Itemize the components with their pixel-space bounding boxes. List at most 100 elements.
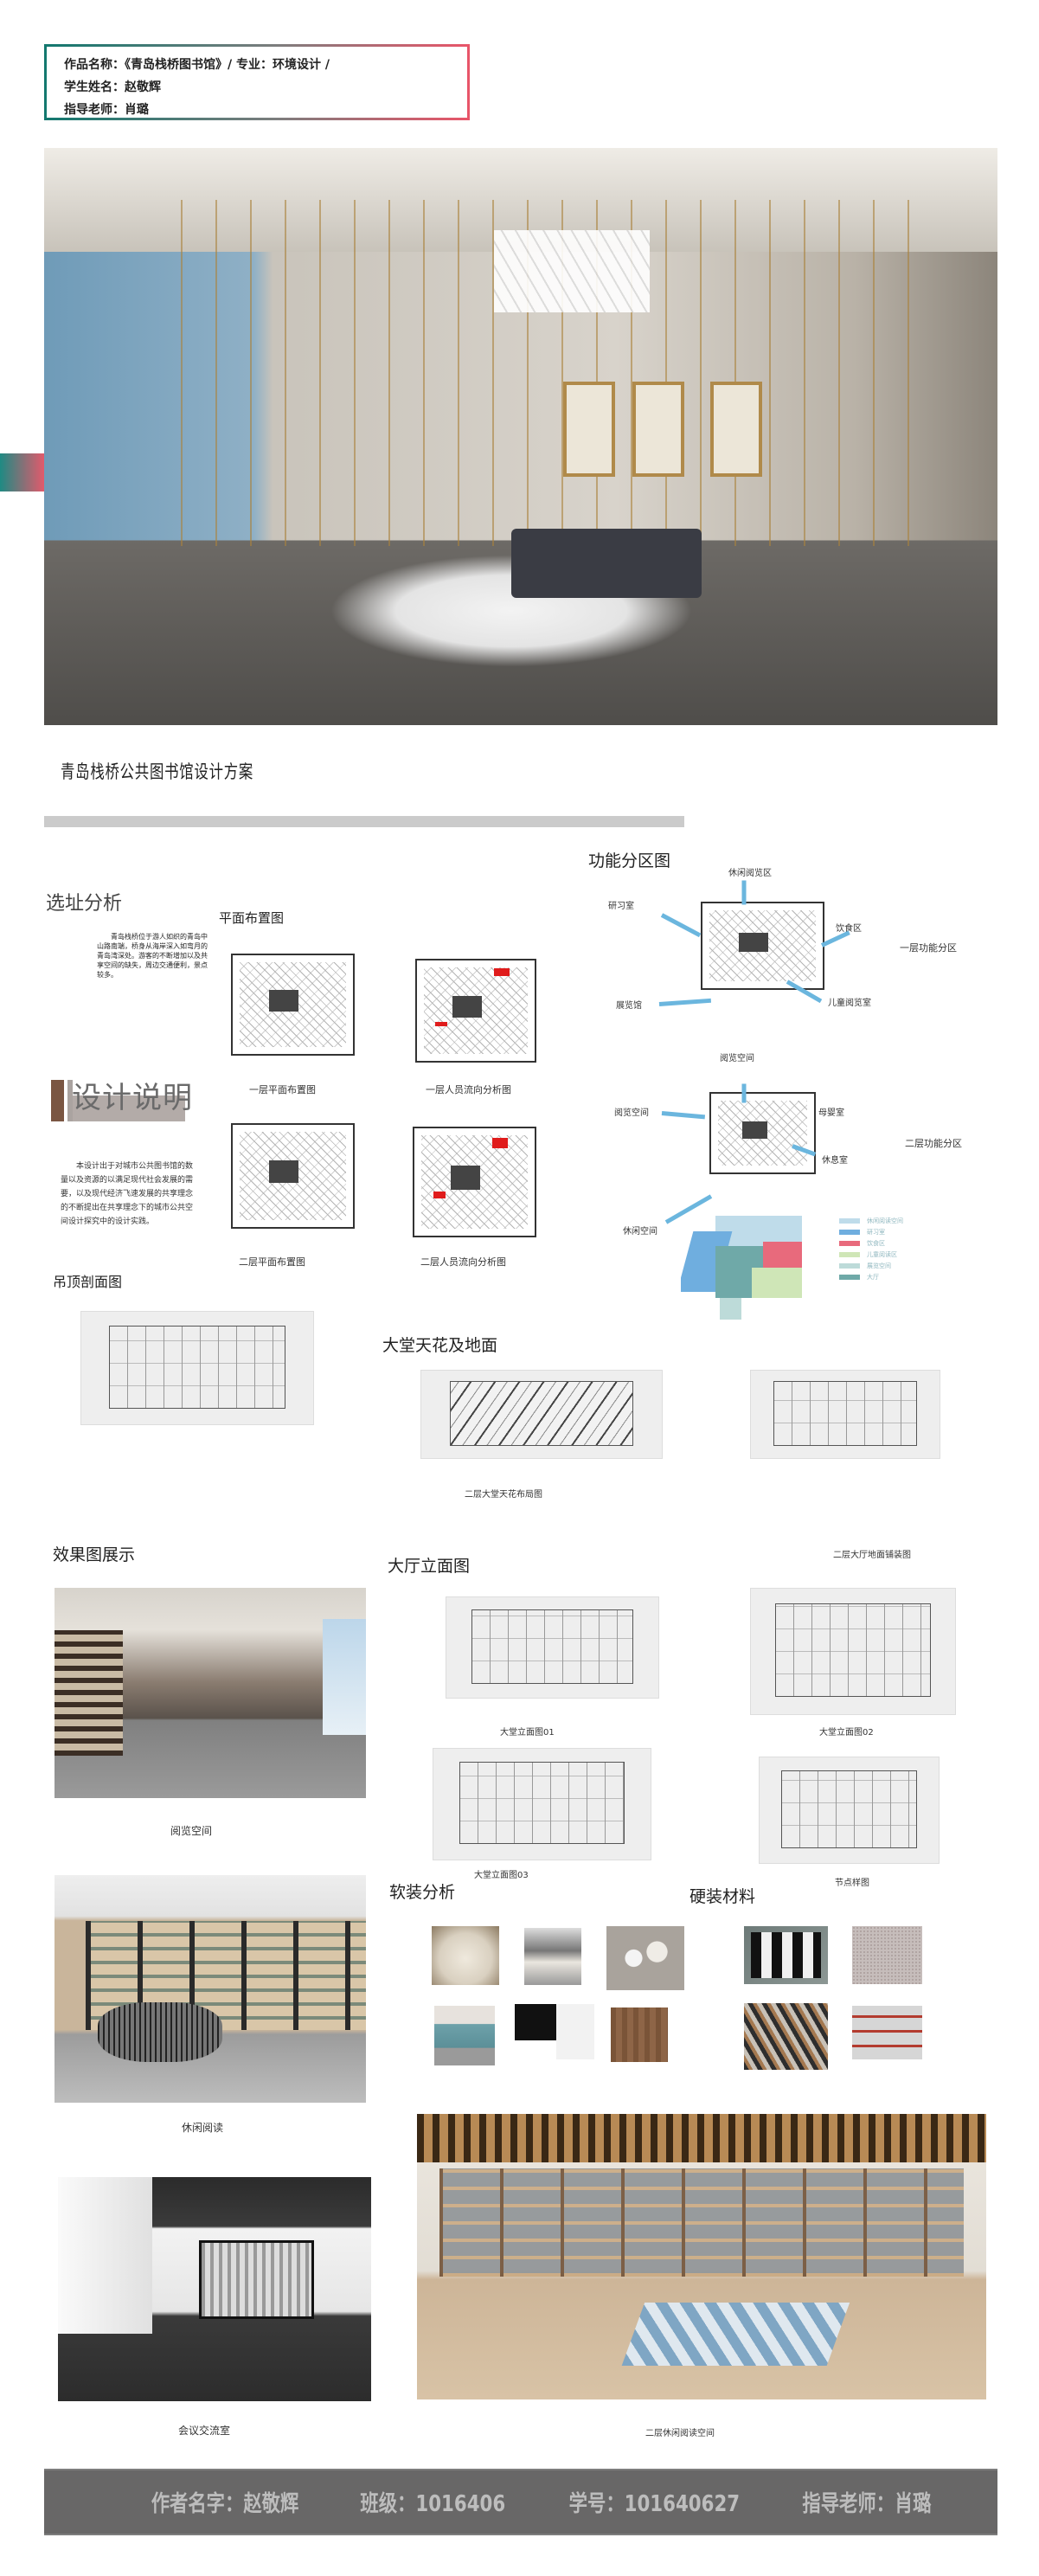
arrow-icon bbox=[658, 998, 712, 1006]
caption: 二层大堂天花布局图 bbox=[465, 1490, 542, 1500]
stone-texture-swatch bbox=[852, 1926, 922, 1984]
lobby-elevation-02 bbox=[750, 1588, 956, 1715]
armchair-swatch bbox=[434, 2006, 495, 2065]
reading-space-render bbox=[55, 1588, 366, 1798]
meeting-room-render bbox=[58, 2177, 371, 2401]
heading-bar bbox=[67, 1080, 73, 1121]
caption: 休闲阅读 bbox=[182, 2122, 224, 2134]
floor2-plan bbox=[231, 1123, 355, 1229]
zone-label: 儿童阅览室 bbox=[828, 999, 871, 1008]
caption: 大堂立面图03 bbox=[474, 1871, 529, 1880]
legend-item: 儿童阅读区 bbox=[839, 1249, 903, 1260]
caption: 节点样图 bbox=[835, 1879, 869, 1888]
doll-decor-swatch bbox=[524, 1928, 581, 1985]
hard-materials-heading: 硬装材料 bbox=[689, 1887, 756, 1906]
soft-furnishing-heading: 软装分析 bbox=[389, 1883, 456, 1902]
poster-swatch bbox=[515, 2004, 594, 2059]
hero-sofa bbox=[511, 529, 702, 598]
leisure-reading-render bbox=[55, 1875, 366, 2103]
geometric-panel-swatch bbox=[744, 1926, 828, 1984]
zone-exhibition bbox=[720, 1298, 741, 1320]
caption: 二层人员流向分析图 bbox=[420, 1256, 506, 1268]
advisor-name: 指导老师：肖璐 bbox=[64, 103, 149, 117]
zoning-plan-floor2 bbox=[709, 1092, 816, 1174]
design-text: 本设计出于对城市公共图书馆的数量以及资源的以满足现代社会发展的需要，以及现代经济… bbox=[61, 1162, 194, 1226]
lobby-elevation-01 bbox=[446, 1596, 659, 1699]
floor2-flow-plan bbox=[413, 1127, 536, 1237]
caption: 阅览空间 bbox=[170, 1825, 213, 1837]
site-heading: 选址分析 bbox=[46, 893, 123, 915]
zone-label: 母婴室 bbox=[818, 1108, 844, 1118]
lamp-swatch bbox=[606, 1926, 684, 1990]
wood-swatch bbox=[611, 2007, 668, 2062]
zone-label: 休息室 bbox=[822, 1156, 848, 1166]
hero-artwork bbox=[563, 382, 615, 477]
legend-item: 大厅 bbox=[839, 1272, 903, 1282]
second-floor-leisure-render bbox=[417, 2114, 986, 2399]
arrow-icon bbox=[741, 880, 747, 905]
arrow-icon bbox=[661, 1111, 706, 1120]
design-heading-block: 设计说明 bbox=[44, 1080, 192, 1121]
rug bbox=[621, 2302, 850, 2366]
wood-strip-swatch bbox=[744, 2003, 828, 2070]
detail-drawing bbox=[759, 1757, 940, 1864]
ceiling-section-drawing bbox=[80, 1311, 314, 1425]
legend-item: 饮食区 bbox=[839, 1238, 903, 1249]
footer-bar: 作者名字：赵敬辉 班级：1016406 学号：101640627 指导老师：肖璐 bbox=[44, 2469, 997, 2535]
site-text: 青岛栈桥位于游人如织的青岛中山路南端，桥身从海岸深入如弯月的青岛湾深处。游客的不… bbox=[97, 933, 208, 979]
zone-label: 阅览空间 bbox=[720, 1054, 754, 1063]
hero-hex-lamp bbox=[494, 230, 650, 312]
main-title: 青岛栈桥公共图书馆设计方案 bbox=[61, 761, 254, 782]
zone-label: 休闲阅览区 bbox=[728, 869, 772, 878]
zone-children bbox=[752, 1268, 802, 1298]
caption: 二层大厅地面铺装图 bbox=[833, 1551, 911, 1560]
ottoman-swatch bbox=[432, 1926, 499, 1985]
zoning-legend: 休闲阅读空间 研习室 饮食区 儿童阅读区 展览空间 大厅 bbox=[839, 1216, 903, 1283]
caption: 大堂立面图02 bbox=[819, 1728, 874, 1738]
footer-author: 作者名字：赵敬辉 bbox=[151, 2491, 298, 2517]
zone-leisure bbox=[715, 1216, 802, 1246]
floor2-zoning-title: 二层功能分区 bbox=[905, 1138, 962, 1149]
caption: 大堂立面图01 bbox=[500, 1728, 555, 1738]
legend-item: 展览空间 bbox=[839, 1261, 903, 1271]
project-info-box: 作品名称：《青岛栈桥图书馆》/ 专业：环境设计 / 学生姓名：赵敬辉 指导老师：… bbox=[44, 44, 470, 120]
divider-bar bbox=[44, 816, 684, 827]
ceiling-section-heading: 吊顶剖面图 bbox=[53, 1274, 123, 1290]
design-heading: 设计说明 bbox=[72, 1081, 193, 1115]
lobby-ceiling-plan bbox=[420, 1370, 663, 1459]
floor1-flow-plan bbox=[415, 959, 536, 1063]
footer-class: 班级：1016406 bbox=[359, 2491, 505, 2517]
elevations-heading: 大厅立面图 bbox=[388, 1557, 471, 1576]
floor1-plan bbox=[231, 954, 355, 1056]
project-name: 作品名称：《青岛栈桥图书馆》/ 专业：环境设计 / bbox=[64, 58, 330, 72]
zoning-plan-floor1 bbox=[701, 902, 824, 990]
footer-advisor: 指导老师：肖璐 bbox=[802, 2491, 932, 2517]
colored-zoning-plan bbox=[681, 1216, 805, 1320]
floor1-zoning-title: 一层功能分区 bbox=[900, 942, 957, 954]
plan-heading: 平面布置图 bbox=[219, 910, 285, 926]
hero-artwork bbox=[632, 382, 684, 477]
arrow-icon bbox=[660, 913, 702, 938]
heading-bar bbox=[51, 1080, 64, 1121]
arrow-icon bbox=[741, 1083, 747, 1103]
caption: 一层平面布置图 bbox=[249, 1084, 316, 1095]
zone-label: 研习室 bbox=[608, 902, 634, 911]
caption: 二层平面布置图 bbox=[239, 1256, 305, 1268]
caption: 二层休闲阅读空间 bbox=[645, 2429, 715, 2438]
zoning-heading: 功能分区图 bbox=[588, 851, 671, 870]
heading-bar bbox=[73, 1095, 185, 1121]
ceiling-structure-swatch bbox=[852, 2006, 922, 2059]
hero-render-image bbox=[44, 148, 997, 725]
renders-heading: 效果图展示 bbox=[53, 1545, 136, 1564]
caption: 会议交流室 bbox=[178, 2425, 231, 2437]
legend-item: 休闲阅读空间 bbox=[839, 1216, 903, 1226]
accent-stripe bbox=[0, 453, 44, 491]
lobby-floor-plan bbox=[750, 1370, 940, 1459]
caption: 一层人员流向分析图 bbox=[426, 1084, 511, 1095]
zone-label: 展览馆 bbox=[616, 1001, 642, 1011]
lobby-heading: 大堂天花及地面 bbox=[382, 1336, 498, 1355]
zone-label: 休闲空间 bbox=[623, 1227, 657, 1237]
student-name: 学生姓名：赵敬辉 bbox=[64, 80, 161, 94]
lobby-elevation-03 bbox=[433, 1748, 651, 1860]
zone-label: 饮食区 bbox=[836, 924, 862, 934]
